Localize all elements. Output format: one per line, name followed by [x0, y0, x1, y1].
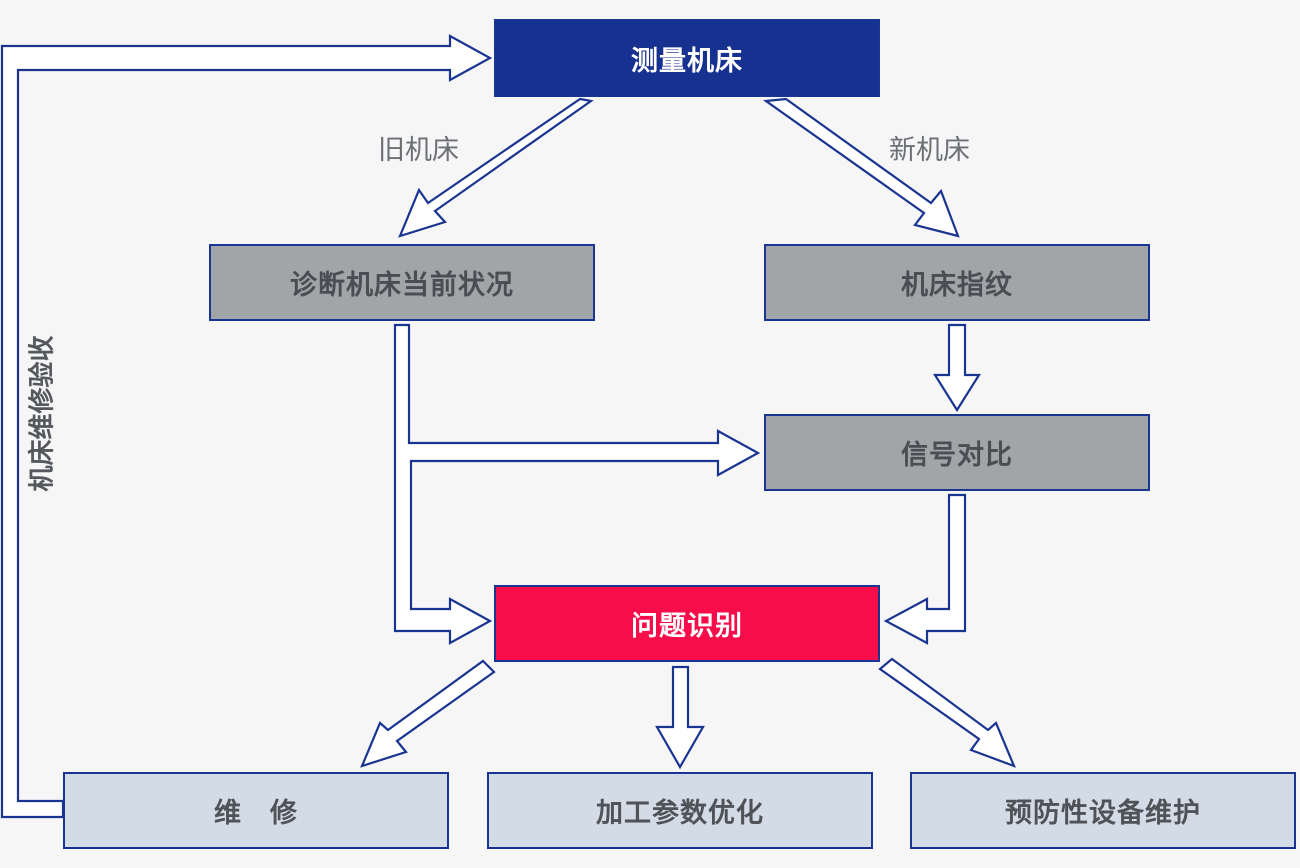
node-compare: 信号对比 [764, 414, 1150, 491]
arrow-repair-to-measure [0, 34, 493, 819]
arrow-identify-to-repair [360, 659, 496, 768]
node-maintenance-label: 预防性设备维护 [1005, 798, 1201, 829]
node-repair-label: 维 修 [214, 798, 298, 829]
arrow-measure-to-diagnose [398, 97, 594, 238]
node-measure: 测量机床 [494, 19, 880, 97]
node-identify: 问题识别 [494, 585, 880, 662]
node-diagnose: 诊断机床当前状况 [209, 244, 595, 321]
node-params-label: 加工参数优化 [596, 798, 764, 829]
arrow-identify-to-maintenance [878, 657, 1016, 768]
arrow-compare-to-identify [883, 493, 967, 645]
node-fingerprint: 机床指纹 [764, 244, 1150, 321]
node-identify-label: 问题识别 [631, 611, 743, 642]
node-diagnose-label: 诊断机床当前状况 [290, 270, 514, 301]
node-measure-label: 测量机床 [631, 45, 743, 77]
node-compare-label: 信号对比 [901, 440, 1013, 471]
node-maintenance: 预防性设备维护 [910, 772, 1296, 849]
arrow-diagnose-to-compare-and-identify [393, 323, 761, 645]
node-repair: 维 修 [63, 772, 449, 849]
label-repair-acceptance-text: 机床维修验收 [27, 334, 58, 492]
label-old-machine: 旧机床 [378, 135, 459, 166]
label-new-machine: 新机床 [889, 135, 970, 166]
node-params: 加工参数优化 [487, 772, 873, 849]
node-fingerprint-label: 机床指纹 [901, 270, 1013, 301]
arrow-identify-to-params [655, 665, 705, 770]
arrow-measure-to-fingerprint [762, 97, 960, 238]
arrow-fingerprint-to-compare [933, 323, 981, 413]
label-repair-acceptance: 机床维修验收 [20, 318, 60, 508]
